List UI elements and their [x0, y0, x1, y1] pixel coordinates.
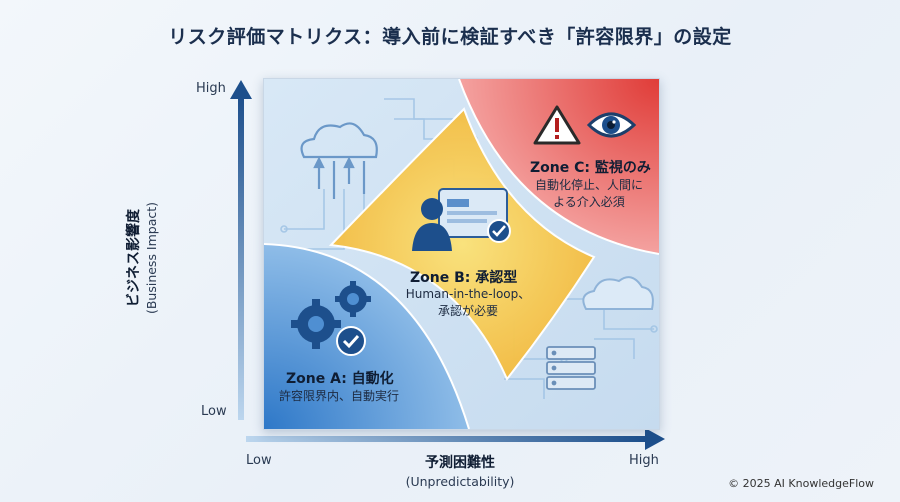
- zone-c-desc-line2: よる介入必須: [553, 195, 625, 209]
- page-title: リスク評価マトリクス：導入前に検証すべき「許容限界」の設定: [168, 26, 732, 48]
- copyright: © 2025 AI KnowledgeFlow: [728, 477, 874, 490]
- zone-c-desc: 自動化停止、人間に よる介入必須: [530, 177, 648, 211]
- y-axis-low-label: Low: [201, 404, 227, 419]
- zone-b-title: Zone B: 承認型: [410, 270, 518, 286]
- zone-c-title: Zone C: 監視のみ: [530, 160, 651, 176]
- x-axis-high-label: High: [629, 453, 659, 468]
- x-axis-arrow: [246, 428, 665, 450]
- y-axis-high-label: High: [196, 81, 226, 96]
- eye-icon: [586, 112, 637, 138]
- zone-b-region: [328, 107, 596, 381]
- zone-a-region: [264, 244, 469, 429]
- server-icon: [546, 346, 596, 390]
- zone-b-desc-line1: Human-in-the-loop、: [405, 287, 531, 301]
- zone-b-desc: Human-in-the-loop、 承認が必要: [405, 286, 531, 320]
- y-axis-title-main: ビジネス影響度: [126, 209, 142, 307]
- x-axis-low-label: Low: [246, 453, 272, 468]
- user-screen-icon: [412, 188, 511, 251]
- y-axis-arrow: [230, 80, 252, 420]
- x-axis-title-sub: (Unpredictability): [405, 474, 515, 489]
- checkmark-icon: [336, 326, 366, 356]
- x-axis-title-main: 予測困難性: [425, 455, 495, 471]
- y-axis-title: ビジネス影響度 (Business Impact): [126, 168, 160, 348]
- zone-b-desc-line2: 承認が必要: [437, 304, 498, 318]
- risk-matrix: Zone A: 自動化 許容限界内、自動実行 Zone B: 承認型 Human…: [263, 78, 660, 430]
- cloud-icon: [300, 122, 378, 199]
- y-axis-title-sub: (Business Impact): [144, 201, 159, 315]
- cloud-icon: [582, 276, 654, 310]
- x-axis-title: 予測困難性 (Unpredictability): [360, 452, 560, 489]
- zone-a-title: Zone A: 自動化: [286, 371, 394, 387]
- zone-c-desc-line1: 自動化停止、人間に: [534, 178, 643, 192]
- gears-icon: [291, 281, 371, 349]
- zone-a-desc: 許容限界内、自動実行: [279, 389, 400, 403]
- warning-icon: [533, 105, 581, 145]
